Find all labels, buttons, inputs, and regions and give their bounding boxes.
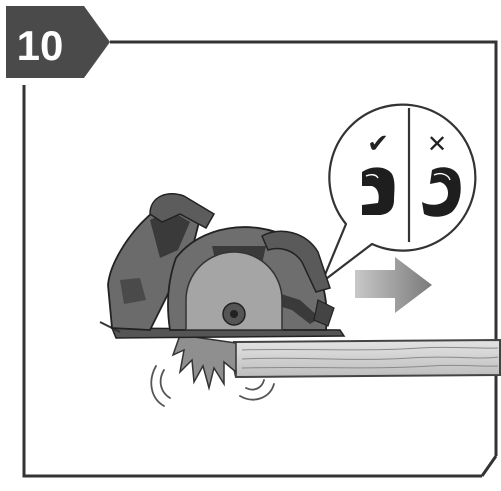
wrong-mark: ✕	[427, 130, 447, 158]
step-badge: 10	[6, 6, 110, 78]
step-number: 10	[17, 22, 64, 69]
wooden-plank-icon	[234, 340, 500, 377]
arrow-right-icon	[355, 257, 432, 313]
correct-mark: ✔	[367, 129, 389, 159]
grip-callout: ✔ ✕	[322, 105, 475, 282]
